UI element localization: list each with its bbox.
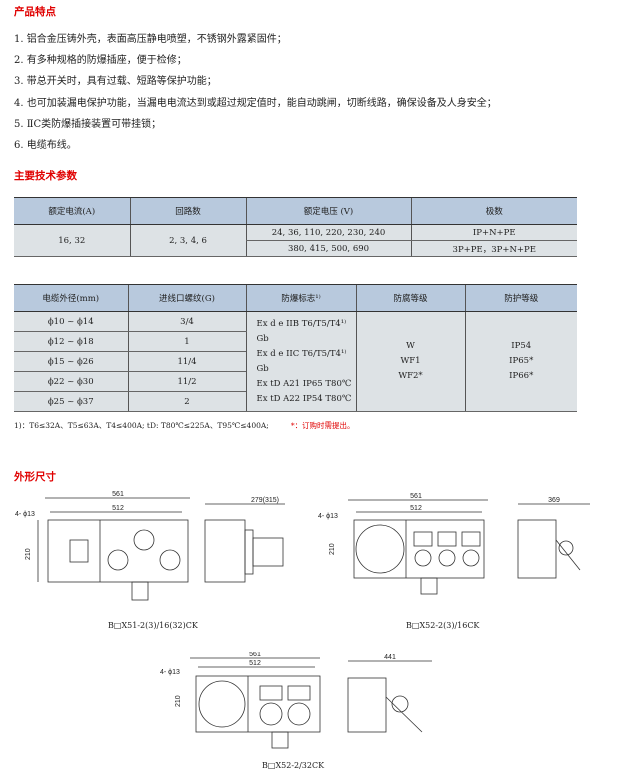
dim-width-outer: 561 bbox=[112, 491, 124, 498]
cable-diameter: ϕ25 ~ ϕ37 bbox=[14, 391, 128, 412]
dim-depth: 369 bbox=[548, 497, 560, 504]
col-header: 电缆外径(mm) bbox=[14, 284, 128, 312]
model-caption: B□X51-2(3)/16(32)CK bbox=[108, 621, 198, 630]
drawing-bx52-16-front-side: 561 512 4- ϕ13 210 369 bbox=[318, 493, 590, 595]
voltage-cell: 24, 36, 110, 220, 230, 240 bbox=[245, 224, 411, 241]
grade: W bbox=[406, 341, 415, 351]
dim-depth: 279(315) bbox=[251, 497, 279, 504]
voltage-cell: 380, 415, 500, 690 bbox=[245, 240, 411, 257]
cable-diameter: ϕ22 ~ ϕ30 bbox=[14, 371, 128, 392]
ex-mark: Ex tD A21 IP65 T80℃ bbox=[256, 378, 352, 389]
drawing-bx51-front-side: 561 512 4- ϕ13 210 279(315) bbox=[15, 491, 285, 601]
col-header: 回路数 bbox=[129, 197, 246, 225]
thread: 1 bbox=[127, 331, 246, 352]
thread: 2 bbox=[127, 391, 246, 412]
grade: IP66* bbox=[509, 371, 534, 381]
features-title: 产品特点 bbox=[14, 6, 56, 18]
grade: IP54 bbox=[511, 341, 532, 351]
thread: 11/4 bbox=[127, 351, 246, 372]
footnote: 1)：T6≤32A、T5≤63A、T4≤400A; tD: T80℃≤225A、… bbox=[14, 420, 355, 431]
ex-mark: Ex d e IIB T6/T5/T4¹⁾Gb bbox=[256, 318, 347, 344]
star-note: *：订购时需提出。 bbox=[290, 421, 355, 430]
dimensions-title: 外形尺寸 bbox=[14, 471, 56, 483]
params-title: 主要技术参数 bbox=[14, 170, 77, 182]
col-header: 防腐等级 bbox=[355, 284, 465, 312]
dim-holes: 4- ϕ13 bbox=[160, 669, 180, 676]
ex-mark: Ex tD A22 IP54 T80℃ bbox=[256, 393, 352, 404]
model-caption: B□X52-2(3)/16CK bbox=[406, 621, 480, 630]
dim-width-outer: 561 bbox=[410, 493, 422, 500]
feature-item: 5. ⅡC类防爆插接装置可带挂锁； bbox=[14, 119, 162, 130]
col-header: 进线口螺纹(G) bbox=[127, 284, 246, 312]
poles-cell: IP+N+PE bbox=[410, 224, 577, 241]
feature-item: 6. 电缆布线。 bbox=[14, 140, 77, 151]
feature-item: 2. 有多种规格的防爆插座，便于检修； bbox=[14, 55, 187, 66]
thread: 11/2 bbox=[127, 371, 246, 392]
dim-width-inner: 512 bbox=[410, 505, 422, 512]
current-cell: 16, 32 bbox=[14, 224, 130, 257]
col-header: 防爆标志¹⁾ bbox=[245, 284, 356, 312]
model-caption: B□X52-2/32CK bbox=[262, 761, 325, 770]
col-header: 额定电压 (V) bbox=[245, 197, 411, 225]
cable-diameter: ϕ15 ~ ϕ26 bbox=[14, 351, 128, 372]
ex-mark: Ex d e IIC T6/T5/T4¹⁾Gb bbox=[256, 348, 347, 374]
ex-marks: Ex d e IIB T6/T5/T4¹⁾Gb Ex d e IIC T6/T5/… bbox=[245, 311, 356, 412]
footnote-text: 1)：T6≤32A、T5≤63A、T4≤400A; tD: T80℃≤225A、… bbox=[14, 421, 269, 430]
feature-item: 1. 铝合金压铸外壳，表面高压静电喷塑，不锈钢外露紧固件； bbox=[14, 34, 287, 45]
dim-holes: 4- ϕ13 bbox=[318, 513, 338, 520]
cable-diameter: ϕ10 ~ ϕ14 bbox=[14, 311, 128, 332]
poles-cell: 3P+PE，3P+N+PE bbox=[410, 240, 577, 257]
grade: WF1 bbox=[400, 356, 421, 366]
dim-height: 210 bbox=[25, 548, 32, 560]
col-header: 额定电流(A) bbox=[14, 197, 130, 225]
dim-holes: 4- ϕ13 bbox=[15, 511, 35, 518]
feature-item: 4. 也可加装漏电保护功能，当漏电电流达到或超过规定值时，能自动跳闸，切断线路，… bbox=[14, 98, 497, 109]
feature-item: 3. 带总开关时，具有过载、短路等保护功能； bbox=[14, 76, 217, 87]
dim-depth: 441 bbox=[384, 654, 396, 661]
drawing-bx52-32-front-side: 561 512 4- ϕ13 210 441 bbox=[160, 652, 432, 749]
grade: WF2* bbox=[398, 371, 423, 381]
thread: 3/4 bbox=[127, 311, 246, 332]
cable-diameter: ϕ12 ~ ϕ18 bbox=[14, 331, 128, 352]
dim-height: 210 bbox=[329, 543, 336, 555]
col-header: 极数 bbox=[410, 197, 577, 225]
dim-width-inner: 512 bbox=[249, 660, 261, 667]
circuits-cell: 2, 3, 4, 6 bbox=[129, 224, 246, 257]
dim-height: 210 bbox=[175, 695, 182, 707]
col-header: 防护等级 bbox=[464, 284, 577, 312]
spec-table: 电缆外径(mm)进线口螺纹(G)防爆标志¹⁾防腐等级防护等级 ϕ10 ~ ϕ14… bbox=[14, 284, 577, 412]
dim-width-outer: 561 bbox=[249, 652, 261, 658]
dim-width-inner: 512 bbox=[112, 505, 124, 512]
grade: IP65* bbox=[509, 356, 534, 366]
